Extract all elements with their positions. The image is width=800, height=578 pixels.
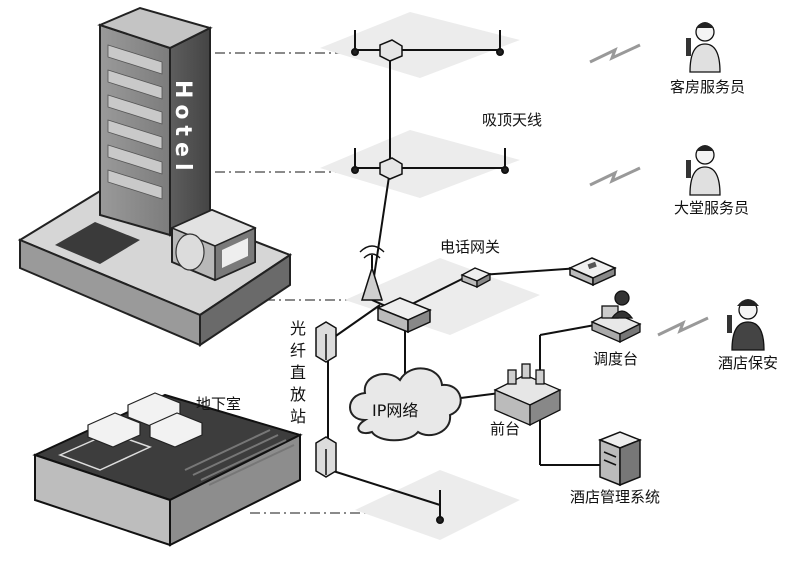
hotel-mgmt-system-label: 酒店管理系统 — [570, 488, 661, 506]
lobby-staff-icon — [686, 145, 721, 196]
hotel-building — [17, 6, 293, 347]
security-staff-icon — [727, 299, 765, 351]
fiber-repeater-icons — [315, 321, 337, 478]
room-staff-label: 客房服务员 — [670, 78, 746, 96]
phone-gateway-icon — [460, 267, 492, 289]
phone-gateway-label: 电话网关 — [440, 238, 501, 256]
network-links — [327, 49, 600, 506]
ip-network-cloud — [349, 367, 462, 442]
wireless-signal-icons — [589, 43, 709, 337]
dispatch-desk-label: 调度台 — [593, 350, 639, 368]
server-icon — [597, 431, 643, 487]
front-desk-label: 前台 — [490, 420, 521, 438]
network-switch-icon — [376, 297, 432, 334]
basement-block — [32, 392, 303, 547]
front-desk-station-icon — [493, 363, 562, 427]
ip-network-label: IP网络 — [372, 401, 419, 420]
fiber-repeater-label: 光纤直放站 — [290, 319, 307, 426]
floor-planes — [320, 12, 540, 540]
dispatch-desk-icon — [590, 290, 642, 344]
ceiling-antenna-label: 吸顶天线 — [482, 111, 543, 129]
repeater-antenna-icon — [359, 245, 385, 301]
phone-device-icon — [568, 257, 617, 287]
room-staff-icon — [686, 22, 721, 73]
splitter-icons — [379, 39, 403, 180]
hotel-security-label: 酒店保安 — [718, 354, 779, 372]
basement-label: 地下室 — [196, 395, 242, 413]
hotel-sign: Hotel — [170, 80, 195, 177]
ceiling-antenna-icons — [351, 30, 509, 524]
floor-leader-lines — [215, 52, 390, 514]
lobby-staff-label: 大堂服务员 — [674, 199, 750, 217]
